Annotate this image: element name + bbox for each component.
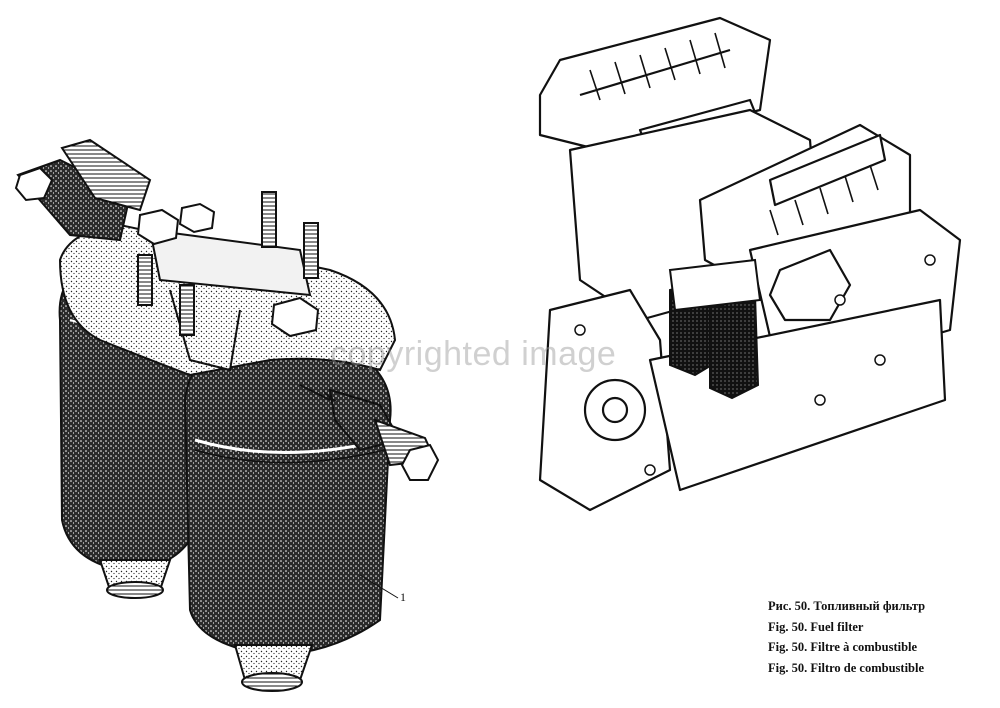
caption-russian: Рис. 50. Топливный фильтр: [768, 599, 926, 613]
caption-spanish: Fig. 50. Filtro de combustible: [768, 660, 925, 675]
caption-english: Fig. 50. Fuel filter: [768, 619, 864, 634]
figure-caption-block: Рис. 50. Топливный фильтр Fig. 50. Fuel …: [768, 596, 925, 678]
fuel-filter-illustration: [14, 138, 440, 692]
part-callout-number: 1: [400, 590, 406, 604]
engine-illustration: [538, 16, 962, 512]
caption-french: Fig. 50. Filtre à combustible: [768, 640, 918, 654]
